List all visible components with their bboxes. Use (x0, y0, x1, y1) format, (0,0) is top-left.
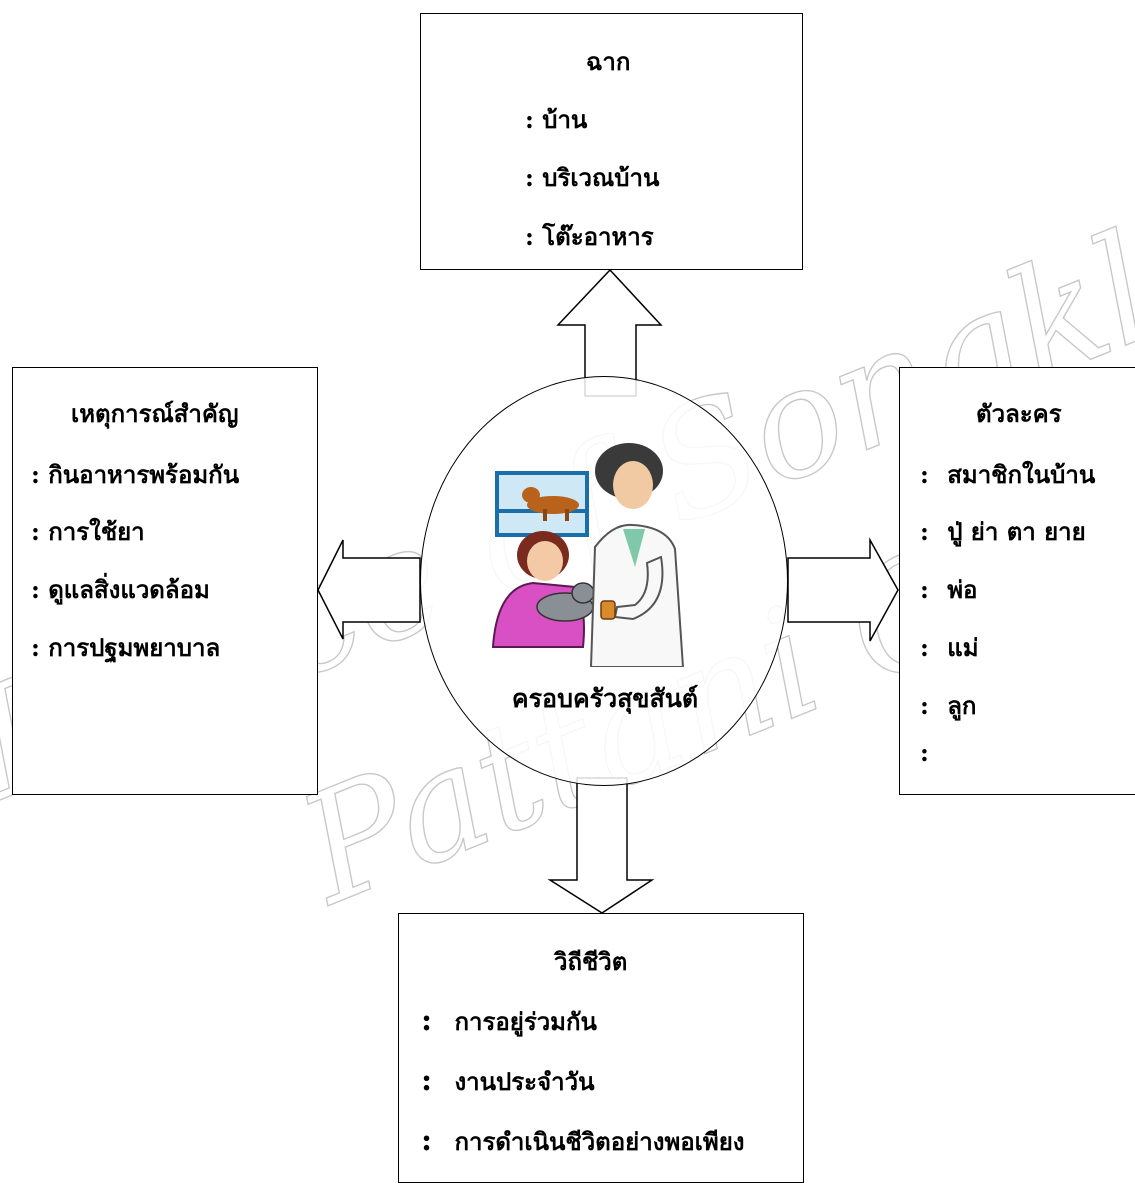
setting-item: : โต๊ะอาหาร (525, 222, 654, 251)
arrow-left (317, 539, 421, 640)
lifestyle-box: วิถีชีวิต : การอยู่ร่วมกัน : งานประจำวัน… (398, 913, 804, 1183)
setting-title: ฉาก (586, 47, 631, 76)
characters-text: แม่ (947, 633, 979, 662)
characters-text: ปู่ ย่า ตา ยาย (947, 517, 1086, 546)
events-item: : การใช้ยา (31, 517, 145, 546)
characters-title: ตัวละคร (976, 399, 1062, 428)
events-item: : ดูแลสิ่งแวดล้อม (31, 575, 210, 604)
characters-box: ตัวละคร : สมาชิกในบ้าน : ปู่ ย่า ตา ยาย … (899, 367, 1135, 795)
characters-item: : พ่อ (920, 570, 977, 609)
lifestyle-text: งานประจำวัน (454, 1067, 595, 1096)
events-title: เหตุการณ์สำคัญ (71, 399, 239, 428)
setting-item: : บ้าน (525, 105, 588, 134)
events-box: เหตุการณ์สำคัญ : กินอาหารพร้อมกัน : การใ… (12, 367, 318, 795)
characters-item: : (920, 738, 929, 767)
characters-item: : แม่ (920, 628, 979, 667)
setting-item: : บริเวณบ้าน (525, 163, 660, 192)
characters-colon: : (920, 575, 929, 604)
characters-colon: : (920, 517, 929, 546)
characters-item: : สมาชิกในบ้าน (920, 455, 1095, 494)
lifestyle-text: การอยู่ร่วมกัน (454, 1007, 597, 1036)
lifestyle-colon: : (421, 1003, 433, 1038)
events-item: : กินอาหารพร้อมกัน (31, 460, 240, 489)
central-circle: ครอบครัวสุขสันต์ (420, 376, 788, 786)
arrow-down (547, 777, 655, 914)
lifestyle-text: การดำเนินชีวิตอย่างพอเพียง (454, 1127, 745, 1156)
lifestyle-colon: : (421, 1063, 433, 1098)
lifestyle-item: : งานประจำวัน (421, 1062, 594, 1101)
lifestyle-title: วิถีชีวิต (554, 947, 628, 976)
lifestyle-colon: : (421, 1123, 433, 1158)
characters-colon: : (920, 691, 929, 720)
arrow-right (787, 537, 899, 642)
lifestyle-item: : การดำเนินชีวิตอย่างพอเพียง (421, 1122, 744, 1161)
events-item: : การปฐมพยาบาล (31, 633, 221, 662)
characters-colon: : (920, 738, 929, 767)
characters-colon: : (920, 633, 929, 662)
characters-item: : ลูก (920, 686, 976, 725)
characters-text: พ่อ (947, 575, 978, 604)
characters-text: ลูก (947, 691, 977, 720)
veterinarian-clipart-icon (491, 443, 685, 667)
characters-text: สมาชิกในบ้าน (947, 460, 1096, 489)
lifestyle-item: : การอยู่ร่วมกัน (421, 1002, 597, 1041)
setting-box: ฉาก : บ้าน : บริเวณบ้าน : โต๊ะอาหาร (420, 13, 803, 270)
central-label: ครอบครัวสุขสันต์ (511, 684, 699, 713)
characters-colon: : (920, 460, 929, 489)
characters-item: : ปู่ ย่า ตา ยาย (920, 512, 1086, 551)
